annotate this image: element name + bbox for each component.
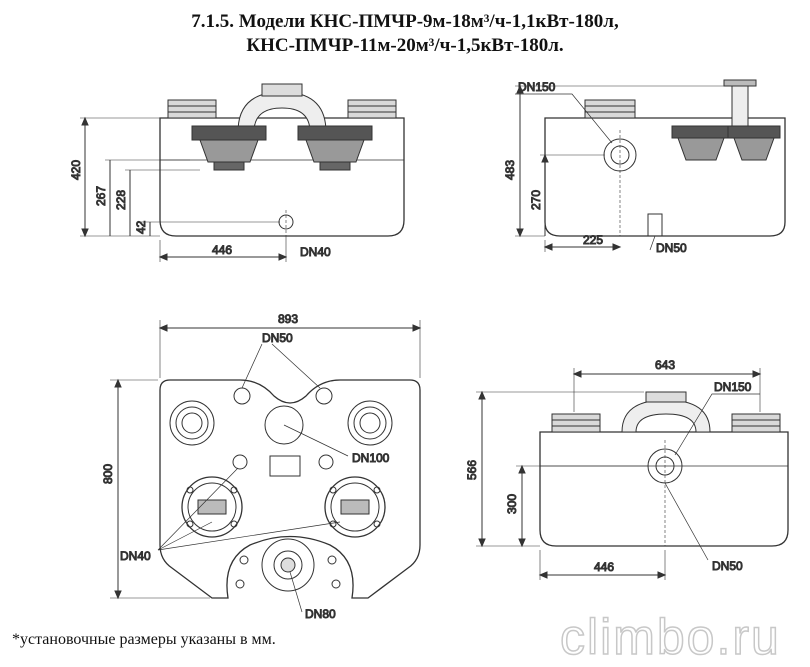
top-dim-800: 800 <box>101 464 115 484</box>
back-discharge-pipe <box>621 399 711 433</box>
top-dn50-port-right <box>315 387 333 405</box>
front-left-fan-unit <box>167 99 217 119</box>
side-tank-body <box>544 117 786 237</box>
top-tank-outline <box>159 379 421 599</box>
top-dn100-port <box>264 405 304 445</box>
title-line-1: 7.1.5. Модели КНС-ПМЧР-9м-18м³/ч-1,1кВт-… <box>191 11 619 32</box>
top-right-pump <box>324 476 386 538</box>
top-left-pump <box>181 476 243 538</box>
front-left-pump <box>191 125 267 171</box>
side-fan-unit <box>584 99 636 119</box>
front-dim-420: 420 <box>69 160 83 180</box>
back-label-dn50: DN50 <box>712 559 743 573</box>
top-label-dn40: DN40 <box>120 549 151 563</box>
top-dn50-port-left <box>233 387 251 405</box>
footnote: *установочные размеры указаны в мм. <box>12 631 276 648</box>
title-line-2: КНС-ПМЧР-11м-20м³/ч-1,5кВт-180л. <box>246 35 564 56</box>
side-dim-225: 225 <box>583 233 603 247</box>
top-left-fan <box>169 400 215 446</box>
top-label-dn80: DN80 <box>305 607 336 621</box>
top-label-dn100: DN100 <box>352 451 390 465</box>
top-dn40-port-right <box>318 454 334 470</box>
front-view <box>80 83 405 262</box>
back-tank-body <box>539 431 789 547</box>
top-dn40-port-left <box>232 454 248 470</box>
back-right-fan-unit <box>731 413 781 433</box>
back-left-fan-unit <box>551 413 601 433</box>
front-tank-body <box>159 117 405 237</box>
watermark-logo: climbo.ru <box>559 608 781 666</box>
back-dim-643: 643 <box>655 358 675 372</box>
back-dim-300: 300 <box>505 494 519 514</box>
back-label-dn150: DN150 <box>714 380 752 394</box>
side-dim-270: 270 <box>529 190 543 210</box>
side-dn50-outlet <box>647 213 663 237</box>
side-view <box>515 79 786 252</box>
back-view <box>476 368 789 580</box>
back-dim-566: 566 <box>465 460 479 480</box>
back-dim-446: 446 <box>594 560 614 574</box>
front-dim-267: 267 <box>94 186 108 206</box>
top-right-fan <box>347 400 393 446</box>
front-label-dn40: DN40 <box>300 245 331 259</box>
front-dim-42: 42 <box>134 220 148 234</box>
top-dn80-flange <box>235 538 341 592</box>
front-right-fan-unit <box>347 99 397 119</box>
front-dim-446: 446 <box>212 243 232 257</box>
top-view <box>110 320 422 613</box>
front-right-pump <box>297 125 373 171</box>
side-label-dn150: DN150 <box>518 80 556 94</box>
top-dim-893: 893 <box>278 312 298 326</box>
front-dim-228: 228 <box>114 190 128 210</box>
side-label-dn50: DN50 <box>656 241 687 255</box>
side-dim-483: 483 <box>503 160 517 180</box>
top-label-dn50: DN50 <box>262 331 293 345</box>
